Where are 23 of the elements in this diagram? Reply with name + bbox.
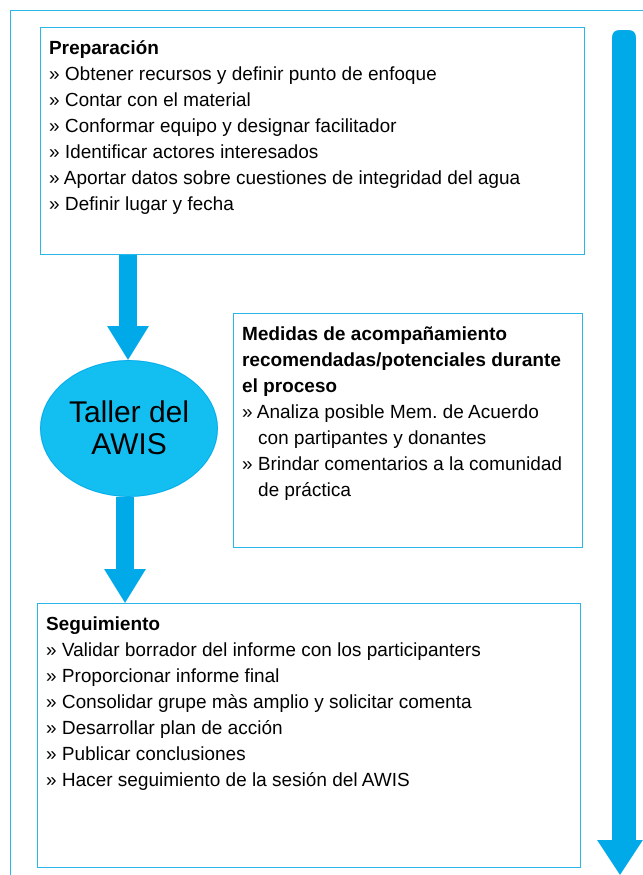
node-label: Taller del AWIS [68, 396, 190, 460]
box-heading: Medidas de acompañamiento recomendadas/potenciales durante el proceso [242, 323, 562, 399]
list-item: » Brindar comentarios a la comunidad de práctica [242, 453, 562, 503]
list-item: » Publicar conclusiones [46, 743, 247, 767]
list-item: » Consolidar grupe màs amplio y solicitar comenta [46, 691, 473, 715]
box-heading: Seguimiento [46, 613, 162, 637]
arrow [104, 497, 146, 603]
list-item: » Aportar datos sobre cuestiones de integridad del agua [49, 167, 522, 191]
list-item: » Contar con el material [49, 89, 252, 113]
process-box [40, 27, 585, 255]
arrow [107, 255, 149, 360]
list-item: » Analiza posible Mem. de Acuerdo con partipantes y donantes [242, 401, 540, 451]
list-item: » Identificar actores interesados [49, 141, 320, 165]
process-box [233, 313, 583, 548]
process-box [37, 603, 581, 868]
list-item: » Proporcionar informe final [46, 665, 280, 689]
box-heading: Preparación [49, 37, 160, 61]
list-item: » Desarrollar plan de acción [46, 717, 284, 741]
list-item: » Hacer seguimiento de la sesión del AWIS [46, 769, 411, 793]
list-item: » Definir lugar y fecha [49, 193, 235, 217]
list-item: » Obtener recursos y definir punto de enfoque [49, 63, 438, 87]
list-item: » Conformar equipo y designar facilitador [49, 115, 398, 139]
list-item: » Validar borrador del informe con los participanters [46, 639, 482, 663]
